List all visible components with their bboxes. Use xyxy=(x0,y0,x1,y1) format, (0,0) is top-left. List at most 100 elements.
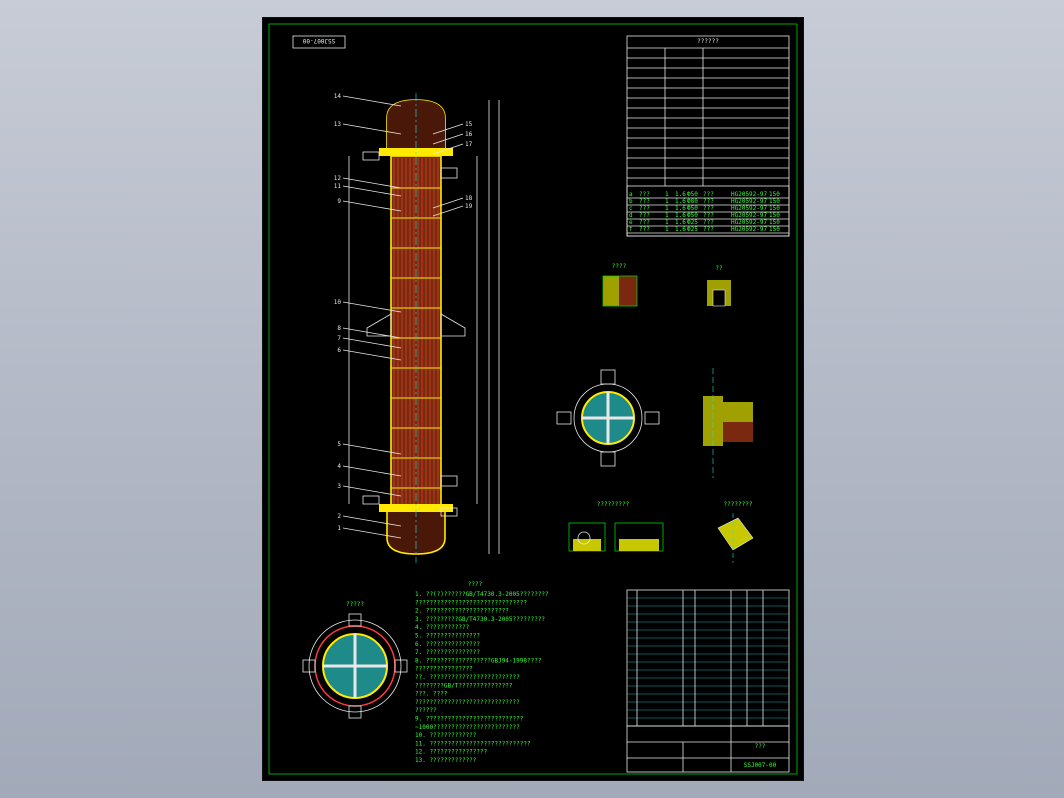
detail-1-label: ????????? xyxy=(597,501,630,508)
note-line: ?????? xyxy=(415,707,437,714)
leader-line xyxy=(342,527,402,539)
bottom-flange xyxy=(379,504,453,512)
leader-line xyxy=(342,443,402,455)
nozzle-cell: Ф50 xyxy=(687,205,698,212)
nozzle-bottom-left xyxy=(362,495,380,505)
note-line: 5. ??????????????? xyxy=(415,633,480,640)
note-line: 7. ??????????????? xyxy=(415,649,480,656)
part-label: 6 xyxy=(337,347,341,354)
tubesheet-plan-upper xyxy=(556,369,660,467)
leader-line xyxy=(342,123,402,135)
nozzle-cell: 1 xyxy=(665,219,669,226)
detail-2-label: ???????? xyxy=(724,501,753,508)
leader-line xyxy=(342,185,402,197)
part-label: 9 xyxy=(337,198,341,205)
note-line: 9. ??????????????????????????? xyxy=(415,716,524,723)
nozzle-cell: f xyxy=(629,226,633,233)
nozzle-cell: ??? xyxy=(703,191,714,198)
note-line: 11. ???????????????????????????? xyxy=(415,740,531,747)
nozzle-cell: Ф80 xyxy=(687,198,698,205)
nozzle-cell: 150 xyxy=(769,198,780,205)
detail-view-2: ???????? xyxy=(717,501,754,563)
leader-line xyxy=(342,200,402,212)
leader-line xyxy=(432,205,464,217)
nozzle-cell: 1.6 xyxy=(675,226,686,233)
note-line: 6. ??????????????? xyxy=(415,641,480,648)
section-b-label: ?? xyxy=(715,265,723,272)
nozzle-cell: 1.6 xyxy=(675,219,686,226)
nozzle-lower-right xyxy=(440,475,458,487)
note-line: ????????GB/T??????????????? xyxy=(415,682,513,689)
nozzle-cell: HG20592-97 xyxy=(731,198,768,205)
part-label: 5 xyxy=(337,441,341,448)
note-line: ????????????????????????????? xyxy=(415,699,520,706)
part-label: 1 xyxy=(337,525,341,532)
nozzle-cell: 1.6 xyxy=(675,198,686,205)
nozzle-cell: c xyxy=(629,205,633,212)
nozzle-cell: d xyxy=(629,212,633,219)
nozzle-cell: 1 xyxy=(665,226,669,233)
nozzle-cell: Ф25 xyxy=(687,226,698,233)
note-line: ???. ???? xyxy=(415,691,448,698)
inner-frame xyxy=(268,23,798,775)
nozzle-cell: HG20592-97 xyxy=(731,226,768,233)
title-block-name: ??? xyxy=(755,743,766,750)
nozzle-cell: HG20592-97 xyxy=(731,212,768,219)
part-label: 16 xyxy=(465,131,473,138)
leader-line xyxy=(432,143,464,155)
note-line: 4. ???????????? xyxy=(415,624,470,631)
part-label: 11 xyxy=(334,183,342,190)
part-label: 13 xyxy=(334,121,342,128)
nozzle-cell: ??? xyxy=(703,205,714,212)
part-label: 8 xyxy=(337,325,341,332)
nozzle-cell: HG20592-97 xyxy=(731,191,768,198)
nozzle-cell: 150 xyxy=(769,191,780,198)
nozzle-cell: ??? xyxy=(639,226,650,233)
nozzle-cell: e xyxy=(629,219,633,226)
part-label: 15 xyxy=(465,121,473,128)
nozzle-cell: 1 xyxy=(665,205,669,212)
title-block: ??? SSJ007-00 xyxy=(626,725,790,773)
nozzle-cell: Ф25 xyxy=(687,219,698,226)
nozzle-cell: 150 xyxy=(769,205,780,212)
nozzle-cell: 1.6 xyxy=(675,205,686,212)
note-line: ???????????????? xyxy=(415,666,473,673)
leader-line xyxy=(342,465,402,477)
section-a-label: ???? xyxy=(612,263,627,270)
technical-notes: ???? 1. ??(?)??????GB/T4730.3-2005??????… xyxy=(415,581,549,764)
part-label: 10 xyxy=(334,299,342,306)
part-label: 17 xyxy=(465,141,473,148)
note-line: ??????????????????????????????? xyxy=(415,599,527,606)
drawing-number-tag xyxy=(292,35,346,49)
nozzle-cell: 150 xyxy=(769,226,780,233)
nozzle-cell: ??? xyxy=(639,212,650,219)
note-line: 12. ???????????????? xyxy=(415,749,488,756)
nozzle-cell: 1 xyxy=(665,191,669,198)
nozzle-cell: ??? xyxy=(639,198,650,205)
title-block-number: SSJ007-00 xyxy=(744,762,777,769)
nozzle-cell: ??? xyxy=(639,191,650,198)
nozzle-upper-right xyxy=(440,167,458,179)
nozzle-cell: HG20592-97 xyxy=(731,219,768,226)
part-label: 3 xyxy=(337,483,341,490)
nozzle-cell: 1 xyxy=(665,198,669,205)
drawing-number-text: SSJ007-00 xyxy=(302,37,335,44)
notes-heading: ???? xyxy=(468,581,483,588)
parts-list-table xyxy=(626,589,790,727)
nozzle-cell: ??? xyxy=(639,219,650,226)
section-view-flange-b: ?? xyxy=(707,265,731,307)
part-label: 12 xyxy=(334,175,342,182)
nozzle-cell: HG20592-97 xyxy=(731,205,768,212)
nozzle-cell: Ф50 xyxy=(687,212,698,219)
leader-line xyxy=(432,133,464,145)
leader-line xyxy=(342,349,402,361)
support-lug-right xyxy=(440,313,466,337)
part-label: 19 xyxy=(465,203,473,210)
bottom-plan-view: ????? xyxy=(302,601,408,719)
nozzle-cell: Ф50 xyxy=(687,191,698,198)
leader-line xyxy=(432,197,464,209)
nozzle-cell: ??? xyxy=(703,226,714,233)
